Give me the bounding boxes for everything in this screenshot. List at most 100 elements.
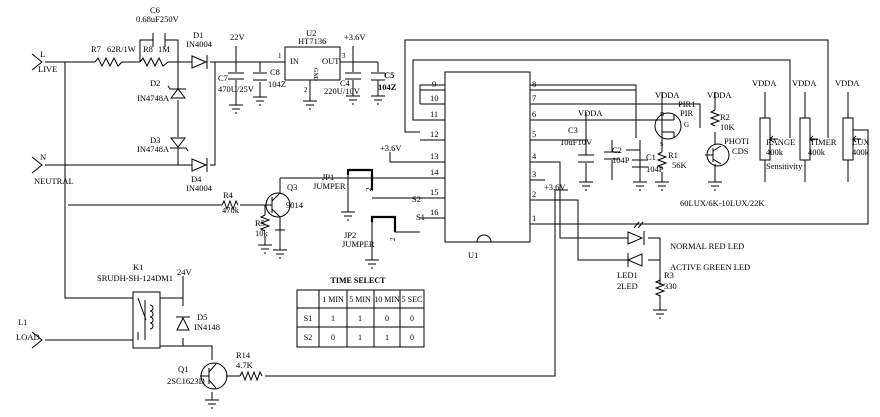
u2-pin2: 2 [304,86,308,94]
resistor-r3 [654,279,666,297]
r7-label: R7 [91,44,101,54]
lux-label: LUX [852,137,869,147]
lux-value: 400k [852,147,870,157]
table-header-cell: 5 SEC [402,295,423,304]
u2-in-label: IN [290,56,299,66]
u2-pin1: 1 [278,52,282,60]
transistor-q3 [265,192,291,218]
u1-pin-right: 3 [532,169,536,179]
c8-label: C8 [270,67,280,77]
u1-pin-left: 11 [430,109,438,119]
vdda-c3-label: VDDA [578,108,603,118]
time-select-title: TIME SELECT [331,276,387,285]
v36-left-label: +3.6V [380,143,402,153]
table-cell: S1 [304,314,312,323]
c4-label: C4 [340,78,351,88]
led-red [627,221,645,245]
capacitor-c1 [632,159,648,168]
c4-value: 220U/10V [324,86,361,96]
diode-d4 [191,158,208,172]
led-green [626,253,643,267]
v24-label: 24V [177,267,193,277]
v22-label: 22V [230,32,246,42]
resistor-r8 [139,56,169,68]
u1-pin-left: 16 [430,207,439,217]
led1-label: LED1 [617,270,638,280]
sensitivity-label: Sensitivity [766,161,803,171]
c7-value: 470U/25V [218,84,255,94]
jp1-label: JP1 [322,172,334,182]
range-value: 400k [766,147,784,157]
d2-value: IN4748A [137,93,170,103]
q1-label: Q1 [178,364,188,374]
r14-label: R14 [236,350,251,360]
c8-value: 104Z [268,79,286,89]
c6-label: C6 [150,5,160,15]
vdda-lux-label: VDDA [835,78,860,88]
pir-sensor [654,112,682,140]
jumper-jp1 [346,168,374,190]
d3-value: IN4748A [137,144,170,154]
table-header-cell: 10 MIN [374,295,400,304]
ic-u1 [412,71,531,243]
r7-value: 62R/1W [107,44,136,54]
k1-label: K1 [133,262,143,272]
pir-label: PIR1 [678,99,695,109]
r4-label: R4 [223,190,234,200]
s1-label: S1 [416,212,425,222]
capacitor-c8 [253,72,267,81]
zener-d3 [169,137,189,152]
q3-value: 9014 [286,200,304,210]
table-cell: 1 [385,333,389,342]
r1-value: 56K [672,160,688,170]
pir-g-label: G [684,121,689,129]
potentiometer-lux [842,117,861,161]
d3-label: D3 [150,135,160,145]
table-cell: 0 [410,314,414,323]
u1-pin-right: 5 [532,129,536,139]
jp1-value: JUMPER [313,181,346,191]
diode-d1 [191,55,208,69]
table-header-cell: 1 MIN [322,295,344,304]
jp2-pin2: 2 [389,237,397,241]
u1-pin-left: 12 [430,129,439,139]
led-red-label: NORMAL RED LED [670,241,744,251]
u1-pin-right: 6 [532,109,536,119]
u1-pin-left: 13 [430,151,439,161]
c1-value: 104P [646,164,664,174]
timer-label: TIMER [810,137,837,147]
pir-value: PIR [680,108,694,118]
neutral-label: N [40,152,46,162]
r8-label: R8 [143,44,153,54]
r8-value: 1M [158,44,170,54]
u2-out-label: OUT [322,56,340,66]
k1-value: SRUDH-SH-124DM1 [97,273,173,283]
vdda-r2-label: VDDA [707,90,732,100]
c1-label: C1 [646,152,656,162]
u1-pin-left: 10 [430,93,439,103]
u1-pin-left: 9 [432,79,436,89]
neutral-sub-label: NEUTRAL [34,176,74,186]
d1-value: IN4004 [186,39,213,49]
d5-value: IN4148 [194,322,220,332]
photo-label: PHOTI [724,136,749,146]
u1-pin-right: 7 [532,93,536,103]
d1-label: D1 [193,30,203,40]
vdda-pir-label: VDDA [655,90,680,100]
r2-label: R2 [720,112,730,122]
u1-pin-right: 1 [532,213,536,223]
u2-gnd-label: GND [312,68,318,82]
table-cell: 1 [358,333,362,342]
r5-value: 10k [255,228,269,238]
v36-mid-label: +3.6V [544,182,566,192]
capacitor-c5 [371,72,385,81]
photo-value: CDS [732,146,749,156]
r3-label: R3 [664,270,674,280]
r1-label: R1 [668,150,678,160]
table-cell: 0 [331,333,335,342]
resistor-r1 [656,151,668,169]
regulator-u2 [284,46,341,81]
u2-pin3: 3 [342,52,346,60]
u1-pin-left: 14 [430,167,439,177]
